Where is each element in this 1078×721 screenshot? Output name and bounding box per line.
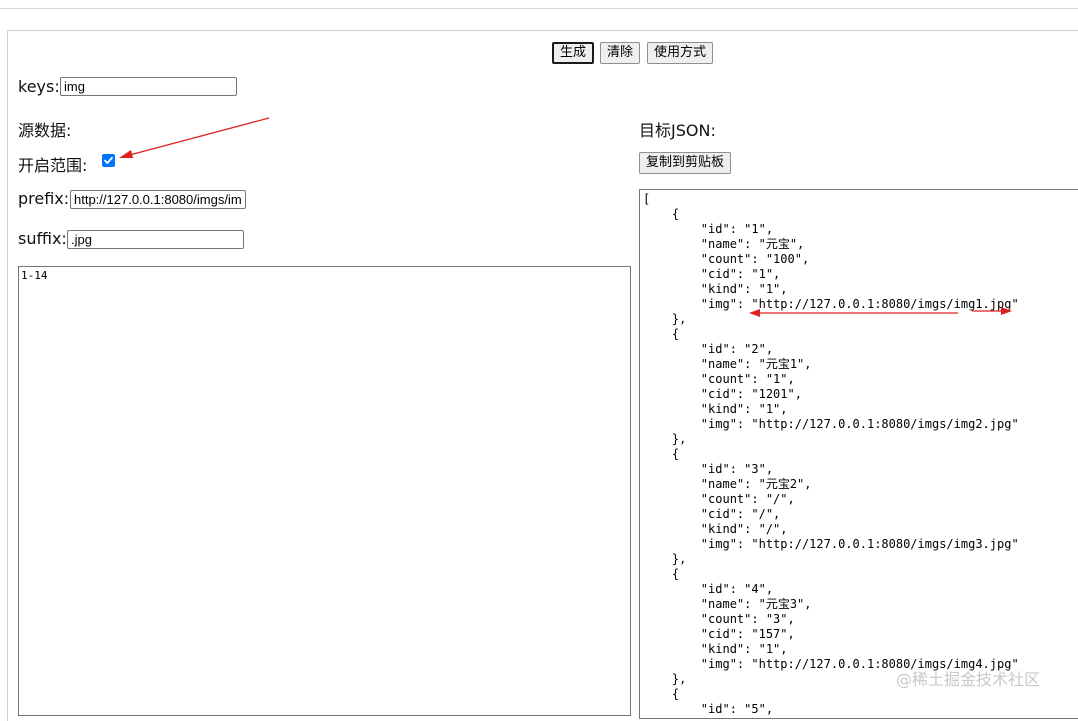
usage-button[interactable]: 使用方式: [647, 42, 714, 64]
range-checkbox[interactable]: [102, 154, 115, 167]
prefix-input[interactable]: http://127.0.0.1:8080/imgs/im: [70, 190, 246, 209]
target-json-textarea[interactable]: [ { "id": "1", "name": "元宝", "count": "1…: [639, 189, 1078, 719]
watermark: @稀土掘金技术社区: [896, 670, 1041, 689]
keys-label: keys:: [18, 77, 60, 96]
generate-button[interactable]: 生成: [552, 42, 595, 64]
copy-to-clipboard-button[interactable]: 复制到剪贴板: [639, 152, 732, 174]
check-icon: [104, 156, 113, 164]
source-data-label: 源数据:: [18, 121, 72, 140]
suffix-input[interactable]: .jpg: [67, 230, 244, 249]
keys-input[interactable]: img: [60, 77, 237, 96]
clear-button[interactable]: 清除: [600, 42, 641, 64]
source-data-textarea[interactable]: 1-14: [18, 266, 631, 716]
range-label: 开启范围:: [18, 156, 88, 175]
target-json-label: 目标JSON:: [639, 121, 716, 140]
prefix-label: prefix:: [18, 189, 70, 208]
suffix-label: suffix:: [18, 229, 67, 248]
main-panel: [7, 30, 1078, 721]
top-divider: [0, 8, 1078, 9]
